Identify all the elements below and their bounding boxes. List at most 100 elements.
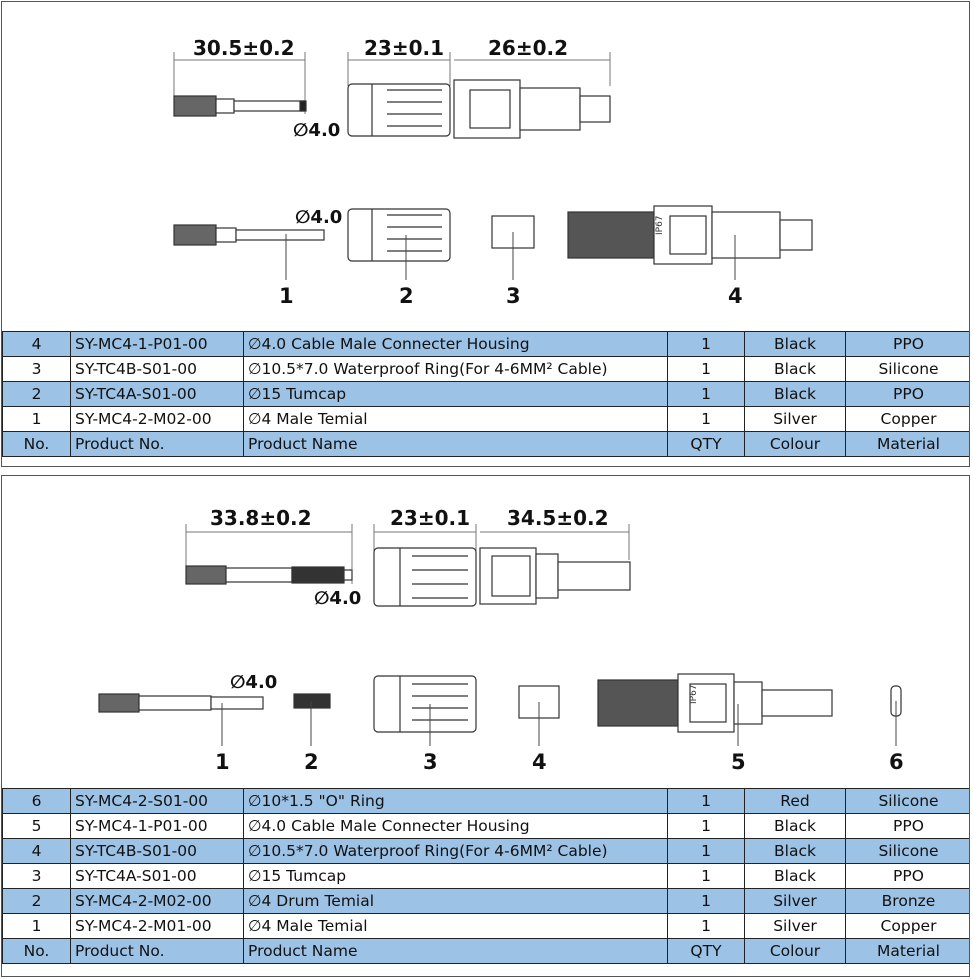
cell-product-name: ∅4.0 Cable Male Connecter Housing — [243, 813, 668, 839]
cell-no: 6 — [2, 788, 71, 814]
cell-product-no: SY-TC4A-S01-00 — [70, 863, 244, 889]
cell-product-name: ∅4 Male Temial — [243, 406, 668, 432]
header-no: No. — [2, 431, 71, 457]
table-row: 2 SY-MC4-2-M02-00 ∅4 Drum Temial 1 Silve… — [2, 888, 969, 914]
dim-housing-length: 26±0.2 — [488, 36, 568, 60]
cell-product-no: SY-TC4A-S01-00 — [70, 381, 244, 407]
callout-4: 4 — [728, 284, 743, 308]
table-row: 1 SY-MC4-2-M02-00 ∅4 Male Temial 1 Silve… — [2, 406, 969, 432]
assembly-panel-2: 33.8±0.2 23±0.1 34.5±0.2 ∅4.0 — [1, 475, 970, 977]
cell-qty: 1 — [667, 913, 745, 939]
callout-1: 1 — [279, 284, 294, 308]
cell-colour: Black — [744, 356, 846, 382]
header-product-name: Product Name — [243, 431, 668, 457]
housing-marking: IP67 — [655, 215, 665, 235]
cell-no: 1 — [2, 406, 71, 432]
connector-housing-part — [597, 673, 833, 733]
exploded-drawing-1: 30.5±0.2 23±0.1 26±0.2 ∅4.0 — [173, 36, 813, 308]
cell-qty: 1 — [667, 381, 745, 407]
diameter-label: ∅4.0 — [295, 207, 342, 228]
header-material: Material — [845, 938, 969, 964]
cell-qty: 1 — [667, 888, 745, 914]
cell-product-no: SY-MC4-2-M02-00 — [70, 406, 244, 432]
male-terminal-part — [98, 693, 264, 713]
cell-colour: Silver — [744, 406, 846, 432]
table-row: 4 SY-TC4B-S01-00 ∅10.5*7.0 Waterproof Ri… — [2, 838, 969, 864]
cell-product-name: ∅15 Tumcap — [243, 863, 668, 889]
male-terminal-part — [173, 224, 325, 246]
cell-no: 2 — [2, 888, 71, 914]
tumcap-assembled — [347, 83, 451, 137]
tumcap-part — [373, 675, 477, 733]
cell-colour: Silver — [744, 888, 846, 914]
cell-no: 1 — [2, 913, 71, 939]
cell-qty: 1 — [667, 813, 745, 839]
callout-1: 1 — [215, 750, 230, 774]
dim-terminal-length: 30.5±0.2 — [193, 36, 295, 60]
header-product-name: Product Name — [243, 938, 668, 964]
dim-housing-length: 34.5±0.2 — [507, 506, 609, 530]
drum-terminal-part — [293, 693, 331, 709]
diameter-label: ∅4.0 — [230, 672, 277, 693]
cell-product-no: SY-MC4-1-P01-00 — [70, 813, 244, 839]
callout-6: 6 — [889, 750, 904, 774]
table-row: 3 SY-TC4A-S01-00 ∅15 Tumcap 1 Black PPO — [2, 863, 969, 889]
callout-3: 3 — [423, 750, 438, 774]
cell-colour: Black — [744, 331, 846, 357]
header-product-no: Product No. — [70, 938, 244, 964]
cell-colour: Black — [744, 838, 846, 864]
cell-material: PPO — [845, 863, 969, 889]
table-header-row: No. Product No. Product Name QTY Colour … — [2, 938, 969, 964]
cell-product-no: SY-TC4B-S01-00 — [70, 356, 244, 382]
header-product-no: Product No. — [70, 431, 244, 457]
table-row: 2 SY-TC4A-S01-00 ∅15 Tumcap 1 Black PPO — [2, 381, 969, 407]
cell-product-name: ∅10.5*7.0 Waterproof Ring(For 4-6MM² Cab… — [243, 838, 668, 864]
cell-colour: Black — [744, 863, 846, 889]
cell-product-name: ∅10.5*7.0 Waterproof Ring(For 4-6MM² Cab… — [243, 356, 668, 382]
cell-material: Copper — [845, 913, 969, 939]
male-terminal-assembled — [185, 565, 353, 585]
cell-qty: 1 — [667, 863, 745, 889]
cell-material: Bronze — [845, 888, 969, 914]
cell-product-name: ∅4 Drum Temial — [243, 888, 668, 914]
exploded-drawing-2: 33.8±0.2 23±0.1 34.5±0.2 ∅4.0 — [98, 506, 904, 774]
cell-product-no: SY-TC4B-S01-00 — [70, 838, 244, 864]
cell-material: Copper — [845, 406, 969, 432]
cell-product-name: ∅4.0 Cable Male Connecter Housing — [243, 331, 668, 357]
cell-material: Silicone — [845, 356, 969, 382]
dim-terminal-length: 33.8±0.2 — [210, 506, 312, 530]
cell-no: 4 — [2, 331, 71, 357]
cell-product-name: ∅4 Male Temial — [243, 913, 668, 939]
callout-3: 3 — [506, 284, 521, 308]
callout-2: 2 — [399, 284, 414, 308]
connector-housing-part — [567, 205, 813, 265]
parts-table-1: 4 SY-MC4-1-P01-00 ∅4.0 Cable Male Connec… — [2, 331, 969, 457]
dim-cap-length: 23±0.1 — [390, 506, 470, 530]
callout-5: 5 — [731, 750, 746, 774]
table-row: 4 SY-MC4-1-P01-00 ∅4.0 Cable Male Connec… — [2, 331, 969, 357]
table-row: 1 SY-MC4-2-M01-00 ∅4 Male Temial 1 Silve… — [2, 913, 969, 939]
tumcap-assembled — [373, 547, 477, 607]
header-qty: QTY — [667, 431, 745, 457]
cell-material: PPO — [845, 331, 969, 357]
cell-no: 5 — [2, 813, 71, 839]
cell-product-no: SY-MC4-1-P01-00 — [70, 331, 244, 357]
diameter-label: ∅4.0 — [314, 588, 361, 609]
cell-colour: Silver — [744, 913, 846, 939]
parts-table-2: 6 SY-MC4-2-S01-00 ∅10*1.5 "O" Ring 1 Red… — [2, 788, 969, 964]
header-material: Material — [845, 431, 969, 457]
cell-material: PPO — [845, 813, 969, 839]
cell-product-no: SY-MC4-2-M02-00 — [70, 888, 244, 914]
cell-colour: Black — [744, 381, 846, 407]
dim-cap-length: 23±0.1 — [364, 36, 444, 60]
connector-housing-assembled — [479, 547, 631, 605]
cell-product-no: SY-MC4-2-M01-00 — [70, 913, 244, 939]
cell-no: 4 — [2, 838, 71, 864]
cell-qty: 1 — [667, 406, 745, 432]
cell-product-name: ∅10*1.5 "O" Ring — [243, 788, 668, 814]
callout-4: 4 — [532, 750, 547, 774]
cell-material: Silicone — [845, 838, 969, 864]
table-row: 6 SY-MC4-2-S01-00 ∅10*1.5 "O" Ring 1 Red… — [2, 788, 969, 814]
cell-no: 3 — [2, 863, 71, 889]
header-no: No. — [2, 938, 71, 964]
